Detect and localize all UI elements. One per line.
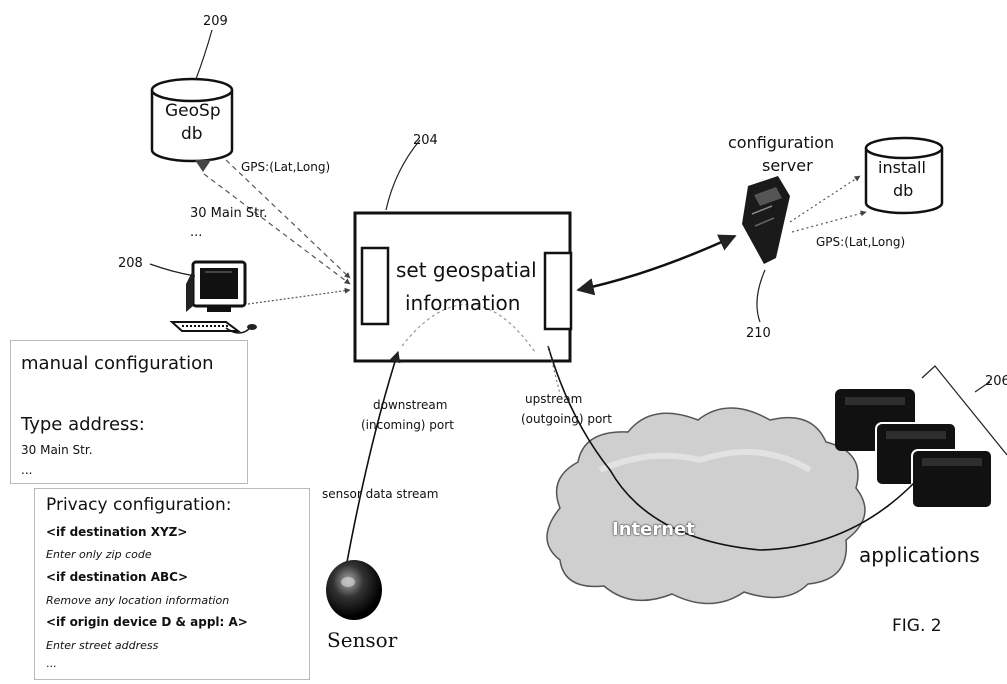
box-title-2: information [405,291,521,315]
downstream-label-2: (incoming) port [361,418,454,432]
ref-209: 209 [203,14,228,29]
ref-204: 204 [413,133,438,148]
applications-bracket [921,365,1007,456]
privacy-title: Privacy configuration: [46,495,232,515]
privacy-more: ... [46,657,57,670]
applications-label: applications [859,543,980,567]
type-address-label: Type address: [21,414,145,435]
privacy-rule-2-cond: <if destination ABC> [46,570,189,584]
ref-210: 210 [746,326,771,341]
config-server-label-2: server [762,156,813,175]
address-dashed-line [203,173,351,285]
server-db-dotted-arrow-2 [791,210,867,233]
ref-208: 208 [118,256,143,271]
privacy-rule-3-cond: <if origin device D & appl: A> [46,615,248,629]
gps-label-left: GPS:(Lat,Long) [241,160,331,174]
cloud-inner-shade [598,449,812,473]
upstream-port [543,251,573,331]
ref-209-leader [195,29,213,80]
privacy-rule-1-action: Enter only zip code [46,548,152,561]
internet-label: Internet [612,519,695,540]
manual-address-value: 30 Main Str. [21,443,93,457]
privacy-config-panel: Privacy configuration: <if destination X… [34,488,310,680]
address-label: 30 Main Str. [190,206,268,221]
computer-to-box-line [247,287,351,305]
install-db-label-1: install [878,158,926,177]
gps-label-right: GPS:(Lat,Long) [816,235,906,249]
upstream-label-2: (outgoing) port [521,412,612,426]
upstream-dotted-stub [547,345,561,395]
box-server-double-arrow [576,234,737,296]
address-ellipsis: ... [190,225,203,240]
sensor-stream-label: sensor data stream [322,487,439,501]
server-db-dotted-arrow [789,175,861,223]
manual-config-panel: manual configuration Type address: 30 Ma… [10,340,248,484]
upstream-line [547,345,916,551]
geospatial-box [353,211,572,363]
install-db-cylinder [864,136,944,215]
geosp-db-cylinder [150,77,234,163]
downstream-label-1: downstream [373,398,448,412]
downstream-port [360,246,390,326]
geosp-db-label-2: db [181,124,203,144]
applications-icon [835,389,993,509]
computer-icon [169,260,257,334]
manual-more: ... [21,463,33,477]
manual-config-title: manual configuration [21,353,214,374]
privacy-rule-3-action: Enter street address [46,639,159,652]
sensor-data-line [346,350,401,563]
sensor-icon [326,560,382,620]
geosp-arrow-head [195,160,211,172]
internet-cloud [546,407,866,605]
ref-206-leader [974,381,991,393]
ref-210-leader [756,269,766,323]
install-db-label-2: db [893,181,914,200]
gps-dashed-line [225,159,351,279]
ref-204-leader [385,139,421,211]
box-title-1: set geospatial [396,258,537,282]
ref-206: 206 [985,374,1007,389]
upstream-label-1: upstream [525,392,583,406]
geosp-db-label-1: GeoSp [165,101,221,121]
privacy-rule-2-action: Remove any location information [46,594,230,607]
sensor-label: Sensor [327,628,398,652]
fig-label: FIG. 2 [892,616,942,636]
config-server-label-1: configuration [728,133,835,152]
privacy-rule-1-cond: <if destination XYZ> [46,525,188,539]
ref-208-leader [149,263,196,277]
server-icon [742,176,790,264]
